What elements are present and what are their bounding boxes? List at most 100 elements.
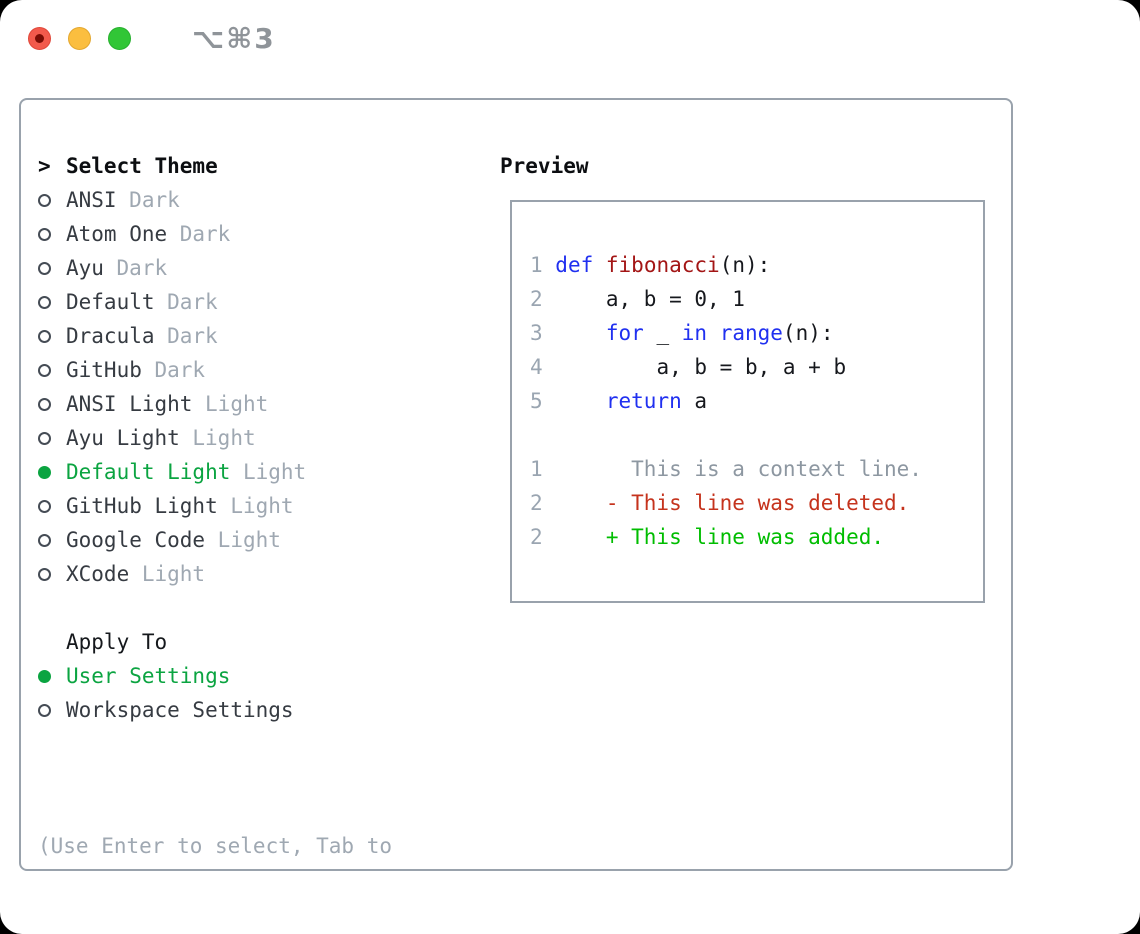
code-token bbox=[555, 389, 606, 413]
code-token: _ bbox=[643, 321, 682, 345]
code-token: a bbox=[681, 389, 708, 413]
radio-marker bbox=[38, 431, 66, 445]
radio-icon bbox=[38, 227, 51, 241]
radio-marker bbox=[38, 261, 66, 275]
close-button[interactable] bbox=[28, 26, 51, 50]
theme-option[interactable]: GitHub Light Light bbox=[38, 489, 392, 523]
theme-variant: Dark bbox=[167, 290, 218, 314]
radio-marker bbox=[38, 703, 66, 717]
radio-marker bbox=[38, 295, 66, 309]
radio-icon bbox=[38, 397, 51, 411]
preview-line: 4 a, b = b, a + b bbox=[530, 350, 983, 384]
code-token: return bbox=[605, 389, 682, 413]
radio-marker bbox=[38, 465, 66, 479]
radio-marker bbox=[38, 533, 66, 547]
apply-to-option[interactable]: Workspace Settings bbox=[38, 693, 392, 727]
close-button-dot-icon bbox=[35, 33, 44, 43]
theme-option[interactable]: Default Light Light bbox=[38, 455, 392, 489]
radio-icon bbox=[38, 363, 51, 377]
minimize-button[interactable] bbox=[68, 26, 91, 50]
theme-name: Default Light bbox=[66, 460, 231, 484]
preview-line: 1 def fibonacci(n): bbox=[530, 248, 983, 282]
theme-list-header: > Select Theme bbox=[38, 149, 392, 183]
titlebar: ⌥⌘3 bbox=[0, 0, 1140, 76]
code-token: def bbox=[555, 253, 594, 277]
preview-line: 3 for _ in range(n): bbox=[530, 316, 983, 350]
radio-marker bbox=[38, 499, 66, 513]
code-token: 5 bbox=[530, 389, 556, 413]
theme-name: XCode bbox=[66, 562, 130, 586]
radio-marker bbox=[38, 363, 66, 377]
preview-line: 5 return a bbox=[530, 384, 983, 418]
theme-name: GitHub bbox=[66, 358, 142, 382]
theme-option[interactable]: Default Dark bbox=[38, 285, 392, 319]
code-token: (n): bbox=[719, 253, 771, 277]
radio-icon bbox=[38, 567, 51, 581]
code-token: a, b = b, a + b bbox=[555, 355, 847, 379]
selection-prompt: > bbox=[38, 154, 51, 178]
code-token: 2 bbox=[530, 525, 606, 549]
apply-to-header: Apply To bbox=[38, 625, 392, 659]
theme-variant: Light bbox=[230, 494, 294, 518]
theme-name: ANSI bbox=[66, 188, 117, 212]
radio-icon bbox=[38, 499, 51, 513]
radio-icon bbox=[38, 431, 51, 445]
theme-variant: Dark bbox=[154, 358, 206, 382]
preview-column: Preview 1 def fibonacci(n):2 a, b = 0, 1… bbox=[500, 149, 985, 603]
radio-icon bbox=[38, 533, 51, 547]
radio-marker bbox=[38, 193, 66, 207]
theme-option[interactable]: ANSI Light Light bbox=[38, 387, 392, 421]
code-token: fibonacci bbox=[605, 253, 720, 277]
code-token bbox=[555, 321, 606, 345]
apply-to-name: Workspace Settings bbox=[66, 698, 294, 722]
code-token: This is a context line. bbox=[542, 457, 922, 481]
theme-name: GitHub Light bbox=[66, 494, 218, 518]
code-token: 1 bbox=[530, 253, 556, 277]
code-token: range bbox=[719, 321, 783, 345]
window-shortcut-label: ⌥⌘3 bbox=[192, 21, 276, 55]
radio-marker bbox=[38, 227, 66, 241]
code-token: 3 bbox=[530, 321, 556, 345]
spacer bbox=[38, 591, 392, 625]
theme-list-title: Select Theme bbox=[66, 154, 218, 178]
code-token: 2 bbox=[530, 287, 556, 311]
apply-to-option[interactable]: User Settings bbox=[38, 659, 392, 693]
theme-variant: Light bbox=[242, 460, 307, 484]
radio-icon bbox=[38, 261, 51, 275]
apply-to-name: User Settings bbox=[66, 664, 231, 688]
theme-name: Ayu Light bbox=[66, 426, 180, 450]
code-token bbox=[593, 253, 606, 277]
preview-line: 2 a, b = 0, 1 bbox=[530, 282, 983, 316]
code-token: 4 bbox=[530, 355, 556, 379]
code-token: for bbox=[605, 321, 644, 345]
radio-marker bbox=[38, 329, 66, 343]
theme-option[interactable]: GitHub Dark bbox=[38, 353, 392, 387]
code-token: (n): bbox=[782, 321, 834, 345]
code-token bbox=[707, 321, 720, 345]
code-token: in bbox=[681, 321, 708, 345]
theme-name: ANSI Light bbox=[66, 392, 193, 416]
maximize-button[interactable] bbox=[108, 26, 131, 50]
radio-marker bbox=[38, 567, 66, 581]
theme-name: Default bbox=[66, 290, 155, 314]
theme-name: Dracula bbox=[66, 324, 155, 348]
theme-variant: Light bbox=[205, 392, 269, 416]
radio-icon bbox=[38, 329, 51, 343]
theme-variant: Dark bbox=[116, 256, 168, 280]
theme-variant: Light bbox=[217, 528, 281, 552]
spacer bbox=[38, 727, 392, 761]
